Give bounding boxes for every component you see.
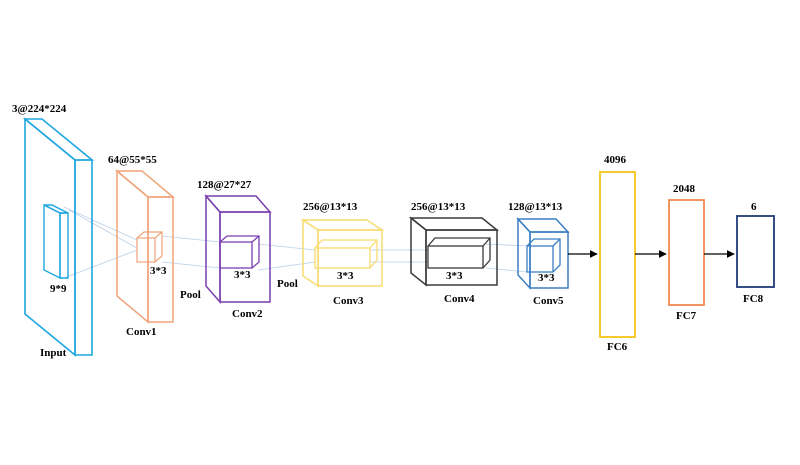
- conv4-shape-label: 256@13*13: [411, 201, 466, 213]
- conv5-name-label: Conv5: [533, 295, 564, 307]
- fc8-name-label: FC8: [743, 293, 764, 305]
- conv4-name-label: Conv4: [444, 293, 475, 305]
- fc7-size-label: 2048: [673, 183, 696, 195]
- fc6-size-label: 4096: [604, 154, 627, 166]
- input-name-label: Input: [40, 347, 67, 359]
- input-block: [22, 117, 95, 357]
- fc6-block: [599, 171, 636, 338]
- conv1-block: [114, 169, 176, 324]
- conv5-shape-label: 128@13*13: [508, 201, 563, 213]
- conv2-block: [204, 194, 272, 304]
- conv5-kernel-label: 3*3: [538, 272, 555, 284]
- conv3-kernel: [314, 239, 378, 269]
- input-shape-label: 3@224*224: [12, 103, 67, 115]
- conv2-name-label: Conv2: [232, 308, 263, 320]
- fc7-name-label: FC7: [676, 310, 697, 322]
- conv4-block: [408, 216, 500, 287]
- conv4-kernel-label: 3*3: [446, 270, 463, 282]
- fc8-block: [736, 215, 775, 288]
- fc6-name-label: FC6: [607, 341, 628, 353]
- input-kernel: [43, 203, 69, 280]
- conv3-block: [300, 218, 385, 288]
- conv2-kernel: [219, 235, 260, 269]
- pool2-label: Pool: [277, 278, 298, 290]
- conv5-kernel: [526, 238, 561, 273]
- conv1-shape-label: 64@55*55: [108, 154, 157, 166]
- connector-lines: [63, 206, 528, 279]
- pool1-label: Pool: [180, 289, 201, 301]
- input-kernel-label: 9*9: [50, 283, 67, 295]
- fc8-size-label: 6: [751, 201, 757, 213]
- conv3-name-label: Conv3: [333, 295, 364, 307]
- fc7-block: [668, 199, 705, 306]
- conv5-block: [516, 217, 570, 290]
- conv1-name-label: Conv1: [126, 326, 157, 338]
- conv3-kernel-label: 3*3: [337, 270, 354, 282]
- conv2-shape-label: 128@27*27: [197, 179, 252, 191]
- conv3-shape-label: 256@13*13: [303, 201, 358, 213]
- conv2-kernel-label: 3*3: [234, 269, 251, 281]
- conv1-kernel-label: 3*3: [150, 265, 167, 277]
- conv1-kernel: [136, 231, 163, 263]
- conv4-kernel: [427, 237, 491, 269]
